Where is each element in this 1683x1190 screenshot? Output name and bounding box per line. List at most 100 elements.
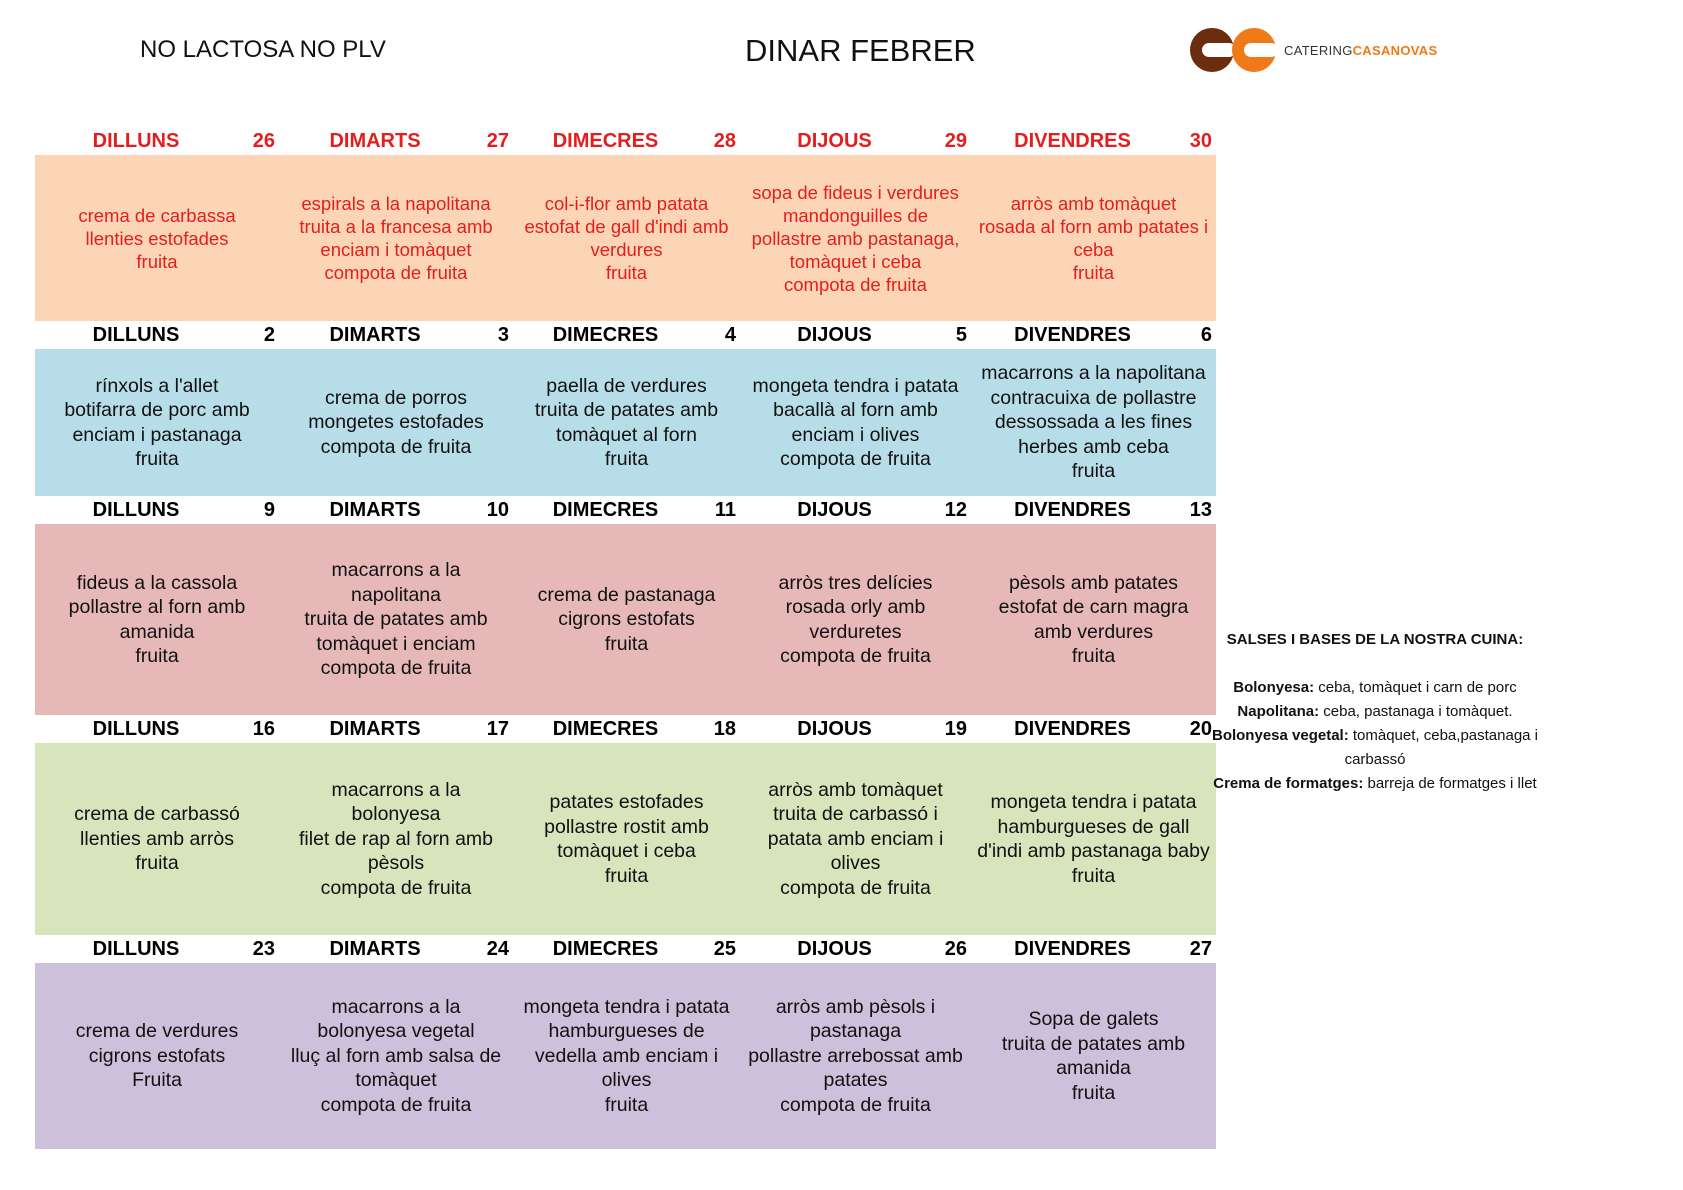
dish: arròs tres delícies [778,571,933,594]
day-name: DIMECRES [552,323,659,346]
dish: lluç al forn amb salsa de tomàquet [290,1044,502,1092]
dish: mongeta tendra i patata [990,791,1197,813]
sauce-ingredients: ceba, pastanaga i tomàquet. [1319,703,1513,720]
dish: fruita [604,864,649,887]
day-name: DIMARTS [329,717,421,740]
sauce-note: Bolonyesa vegetal: tomàquet, ceba,pastan… [1210,724,1540,772]
day-number: 5 [955,323,967,346]
day-name: DILLUNS [92,498,180,521]
day-number: 27 [1189,937,1212,960]
dish: rosada al forn amb patates i ceba [978,216,1209,260]
dish: mongetes estofades [308,411,484,434]
dish: crema de carbassó [74,803,240,826]
day-number: 12 [944,498,967,521]
dish: fideus a la cassola [76,571,238,594]
dish: compota de fruita [324,262,468,283]
logo-c-icon [1190,28,1236,72]
dish: cigrons estofats [558,608,695,631]
dish: compota de fruita [780,876,931,899]
dish: truita de carbassó i patata amb enciam i… [767,803,944,875]
dish: cigrons estofats [88,1044,226,1067]
dish: mongeta tendra i patata [523,995,730,1018]
dish: fruita [135,645,179,667]
dish: crema de pastanaga [537,583,716,606]
day-number: 30 [1189,129,1212,152]
sauce-name: Crema de formatges: [1213,775,1364,792]
dish: compota de fruita [320,1093,472,1116]
day-number: 29 [944,129,967,152]
day-number: 2 [263,323,275,346]
dish: rínxols a l'allet [95,374,219,397]
day-name: DILLUNS [92,323,180,346]
day-name: DIJOUS [797,498,872,521]
dish: contracuixa de pollastre dessossada a le… [990,386,1197,458]
day-number: 26 [944,937,967,960]
day-name: DIJOUS [797,323,872,346]
dish: truita de patates amb tomàquet al forn [534,399,719,446]
day-number: 16 [252,717,275,740]
day-number: 11 [714,498,736,521]
day-number: 26 [252,129,275,152]
dish: Sopa de galets [1028,1008,1159,1030]
dish: crema de verdures [75,1020,239,1043]
dish: pèsols amb patates [1008,571,1179,594]
dish: estofat de gall d'indi amb verdures [524,216,729,260]
dish: espirals a la napolitana [301,193,491,214]
sauce-name: Napolitana: [1237,703,1320,720]
day-number: 9 [263,498,275,521]
dish: arròs amb tomàquet [768,778,943,801]
day-header: DILLUNS 26 [35,130,279,153]
dish: fruita [135,852,179,875]
day-name: DIJOUS [797,937,872,960]
day-name: DIVENDRES [1014,498,1131,521]
day-name: DILLUNS [92,129,180,152]
sauce-name: Bolonyesa: [1233,679,1315,696]
dish: compota de fruita [780,1093,931,1116]
dish: fruita [1071,1081,1116,1104]
sauces-notes: SALSES I BASES DE LA NOSTRA CUINA: Bolon… [1210,628,1540,796]
dish: arròs amb tomàquet [1010,193,1177,214]
dish: truita de patates amb amanida [1001,1032,1186,1080]
day-number: 24 [486,937,509,960]
dish: fruita [604,448,649,470]
day-name: DIJOUS [797,717,872,740]
dish: fruita [1071,460,1116,483]
day-number: 6 [1200,323,1212,346]
day-number: 20 [1189,717,1212,740]
day-number: 28 [713,129,736,152]
day-header: DILLUNS 2 [35,324,279,347]
day-number: 3 [497,323,509,346]
dish: bacallà al forn amb enciam i olives [773,399,938,446]
dish: fruita [1072,262,1115,283]
sauce-note: Crema de formatges: barreja de formatges… [1210,772,1540,796]
menu-subtitle: NO LACTOSA NO PLV [140,36,386,63]
